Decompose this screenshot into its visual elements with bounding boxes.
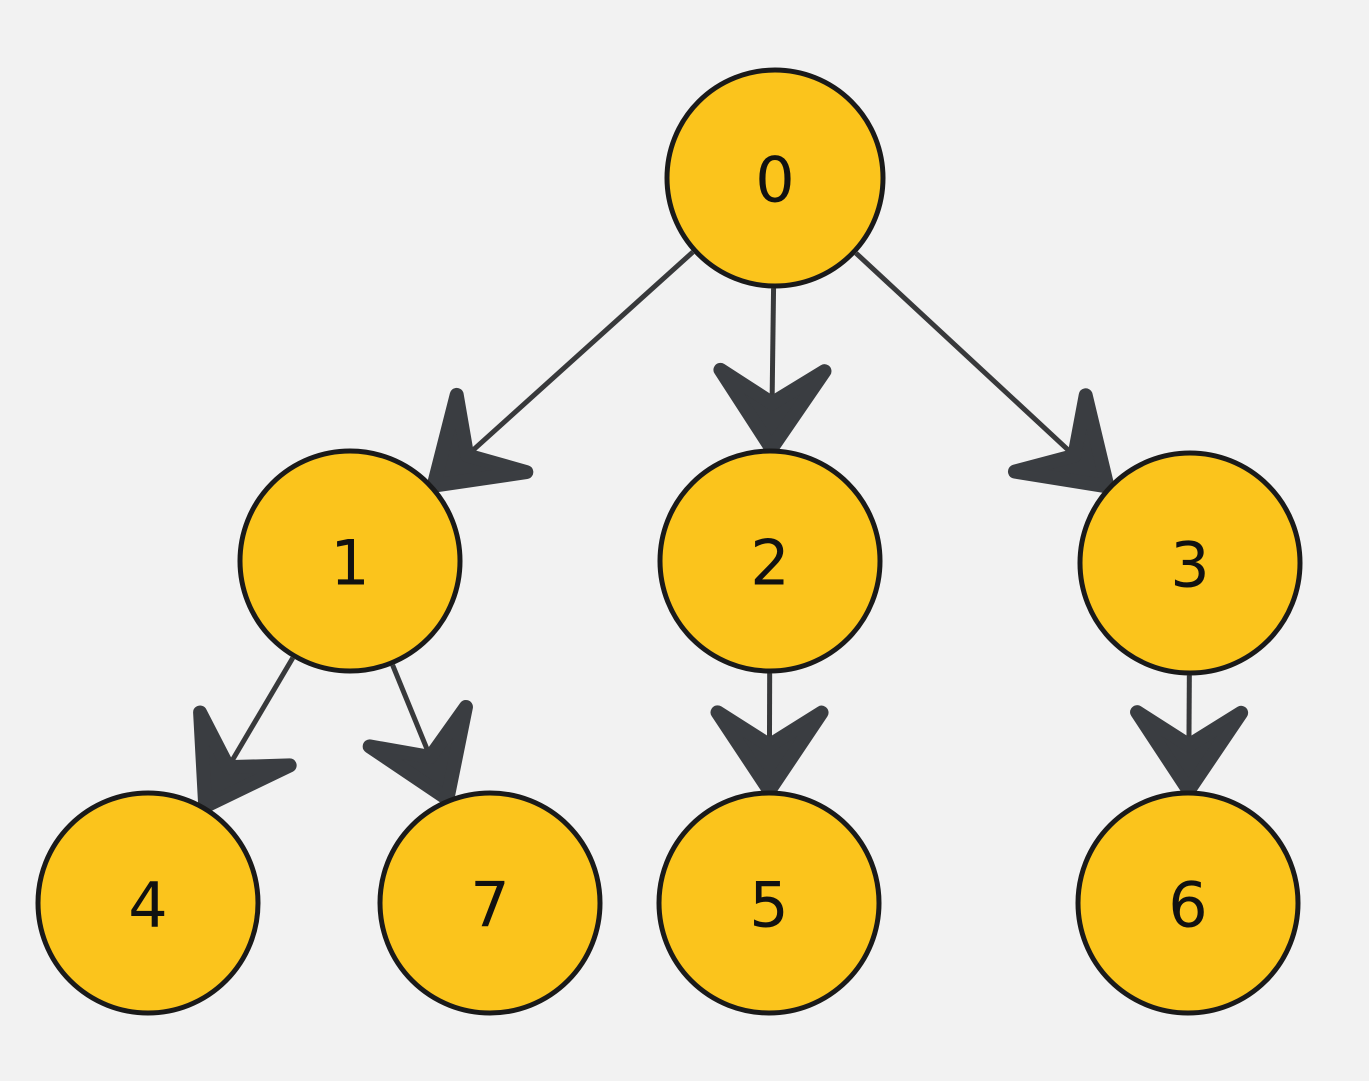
arrowhead-icon (710, 705, 829, 798)
graph-edge-0-to-3 (854, 251, 1115, 494)
node-circle[interactable] (377, 790, 603, 1016)
node-circle[interactable] (657, 448, 883, 674)
node-circle[interactable] (237, 448, 463, 674)
arrowhead-icon (362, 699, 473, 806)
graph-edge-2-to-5 (710, 673, 829, 798)
graph-node-6[interactable]: 6 (1075, 790, 1301, 1016)
arrowhead-icon (193, 705, 297, 814)
graph-node-2[interactable]: 2 (657, 448, 883, 674)
graph-node-1[interactable]: 1 (237, 448, 463, 674)
graph-node-0[interactable]: 0 (664, 67, 886, 289)
graph-edge-1-to-4 (193, 656, 297, 814)
node-circle[interactable] (35, 790, 261, 1016)
graph-node-3[interactable]: 3 (1077, 450, 1303, 676)
graph-edge-3-to-6 (1130, 675, 1249, 798)
arrowhead-icon (1007, 388, 1115, 494)
node-circle[interactable] (1075, 790, 1301, 1016)
graph-node-5[interactable]: 5 (656, 790, 882, 1016)
edge-layer (193, 250, 1249, 814)
node-circle[interactable] (1077, 450, 1303, 676)
graph-node-7[interactable]: 7 (377, 790, 603, 1016)
graph-edge-1-to-7 (362, 664, 473, 806)
graph-node-4[interactable]: 4 (35, 790, 261, 1016)
graph-edge-0-to-1 (426, 250, 695, 493)
arrowhead-icon (426, 387, 534, 493)
node-circle[interactable] (664, 67, 886, 289)
graph-edge-0-to-2 (713, 288, 832, 456)
arrowhead-icon (713, 362, 832, 456)
node-circle[interactable] (656, 790, 882, 1016)
arrowhead-icon (1130, 705, 1249, 798)
